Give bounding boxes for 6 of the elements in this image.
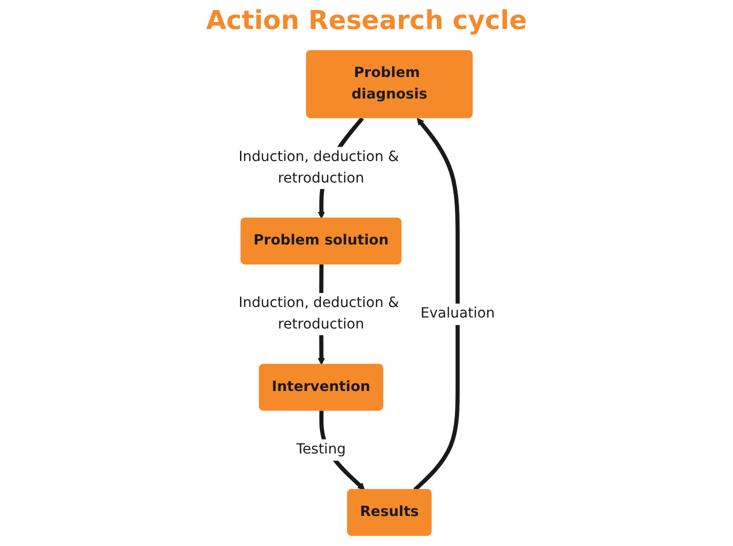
edge-label: Induction, deduction & retroduction — [238, 148, 399, 186]
diagram-title: Action Research cycle — [205, 6, 528, 36]
edge-label: Evaluation — [420, 305, 495, 322]
arrow — [413, 118, 460, 492]
edge-label: Testing — [296, 440, 346, 458]
edge-label: Induction, deduction & retroduction — [238, 294, 399, 332]
